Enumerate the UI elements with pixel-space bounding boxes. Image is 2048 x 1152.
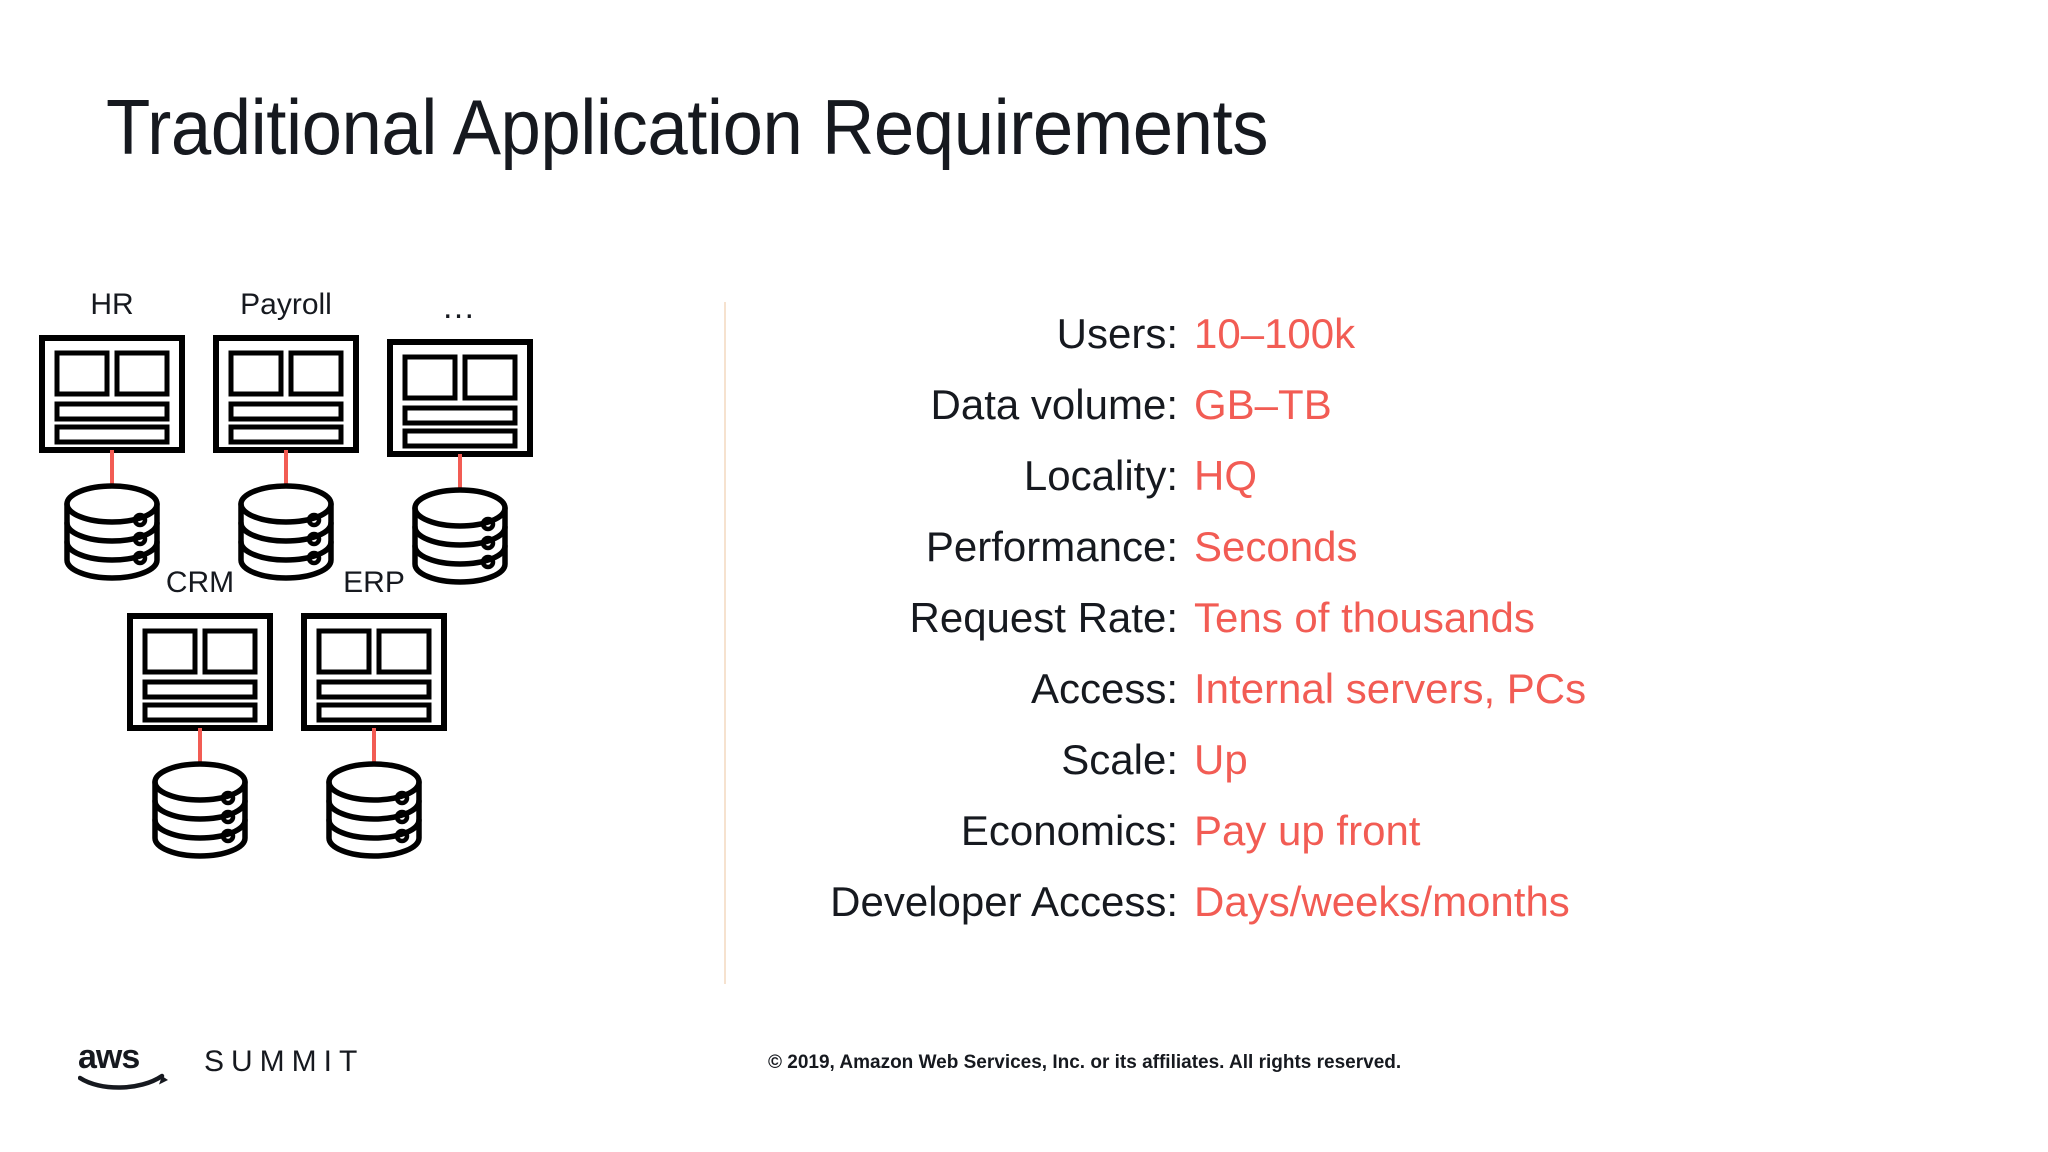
aws-logo-icon: aws <box>77 1038 178 1095</box>
requirement-label: Data volume: <box>930 381 1178 428</box>
requirement-row: Request Rate: Tens of thousands <box>800 594 1900 665</box>
requirement-value: Seconds <box>1194 523 1358 570</box>
requirement-label: Locality: <box>1023 452 1178 499</box>
requirement-value: Pay up front <box>1194 807 1421 854</box>
application-and-database-icon <box>387 339 533 585</box>
database-cylinder-icon <box>412 487 508 585</box>
requirement-row: Performance: Seconds <box>800 523 1900 594</box>
app-group-hr: HR <box>22 290 202 582</box>
app-label: HR <box>90 288 134 321</box>
requirement-row: Data volume: GB–TB <box>800 381 1900 452</box>
application-window-icon <box>127 613 273 731</box>
copyright-text: © 2019, Amazon Web Services, Inc. or its… <box>768 1052 1402 1073</box>
requirement-value: HQ <box>1194 452 1257 499</box>
requirement-label: Scale: <box>1061 736 1178 783</box>
aws-summit-logo: aws SUMMIT <box>77 1038 365 1095</box>
application-and-database-icon <box>39 335 185 581</box>
requirement-label: Performance: <box>925 523 1178 570</box>
requirement-label: Users: <box>1056 310 1178 357</box>
svg-text:aws: aws <box>78 1038 139 1076</box>
requirement-label: Economics: <box>960 807 1178 854</box>
requirement-value: Internal servers, PCs <box>1194 665 1587 712</box>
application-window-icon <box>387 339 533 457</box>
database-cylinder-icon <box>64 483 160 581</box>
requirement-value: Days/weeks/months <box>1194 878 1570 925</box>
database-cylinder-icon <box>152 761 248 859</box>
database-cylinder-icon <box>238 483 334 581</box>
requirement-label: Access: <box>1030 665 1178 712</box>
application-window-icon <box>39 335 185 453</box>
app-label: CRM <box>165 566 235 599</box>
requirement-value: Up <box>1194 736 1248 783</box>
requirement-label: Request Rate: <box>909 594 1179 641</box>
summit-wordmark: SUMMIT <box>204 1045 365 1078</box>
requirement-row: Users: 10–100k <box>800 310 1900 381</box>
app-label: … <box>441 288 479 326</box>
page-title: Traditional Application Requirements <box>106 83 1269 171</box>
application-and-database-icon <box>301 613 447 859</box>
app-group-crm: CRM <box>110 568 290 860</box>
requirement-row: Locality: HQ <box>800 452 1900 523</box>
app-label: Payroll <box>240 288 332 321</box>
application-window-icon <box>213 335 359 453</box>
requirement-row: Economics: Pay up front <box>800 807 1900 878</box>
requirement-value: Tens of thousands <box>1194 594 1535 641</box>
requirement-label: Developer Access: <box>830 878 1178 925</box>
app-group-more: … <box>370 290 550 586</box>
database-cylinder-icon <box>326 761 422 859</box>
requirement-value: GB–TB <box>1194 381 1332 428</box>
traditional-applications-diagram: HR Payroll … CRM ERP <box>0 290 720 1010</box>
requirement-value: 10–100k <box>1194 310 1356 357</box>
application-window-icon <box>301 613 447 731</box>
application-and-database-icon <box>127 613 273 859</box>
app-group-erp: ERP <box>284 568 464 860</box>
requirement-row: Scale: Up <box>800 736 1900 807</box>
requirement-row: Developer Access: Days/weeks/months <box>800 878 1900 949</box>
app-label: ERP <box>343 566 405 599</box>
vertical-divider <box>724 302 726 984</box>
application-and-database-icon <box>213 335 359 581</box>
app-group-payroll: Payroll <box>196 290 376 582</box>
requirement-row: Access: Internal servers, PCs <box>800 665 1900 736</box>
